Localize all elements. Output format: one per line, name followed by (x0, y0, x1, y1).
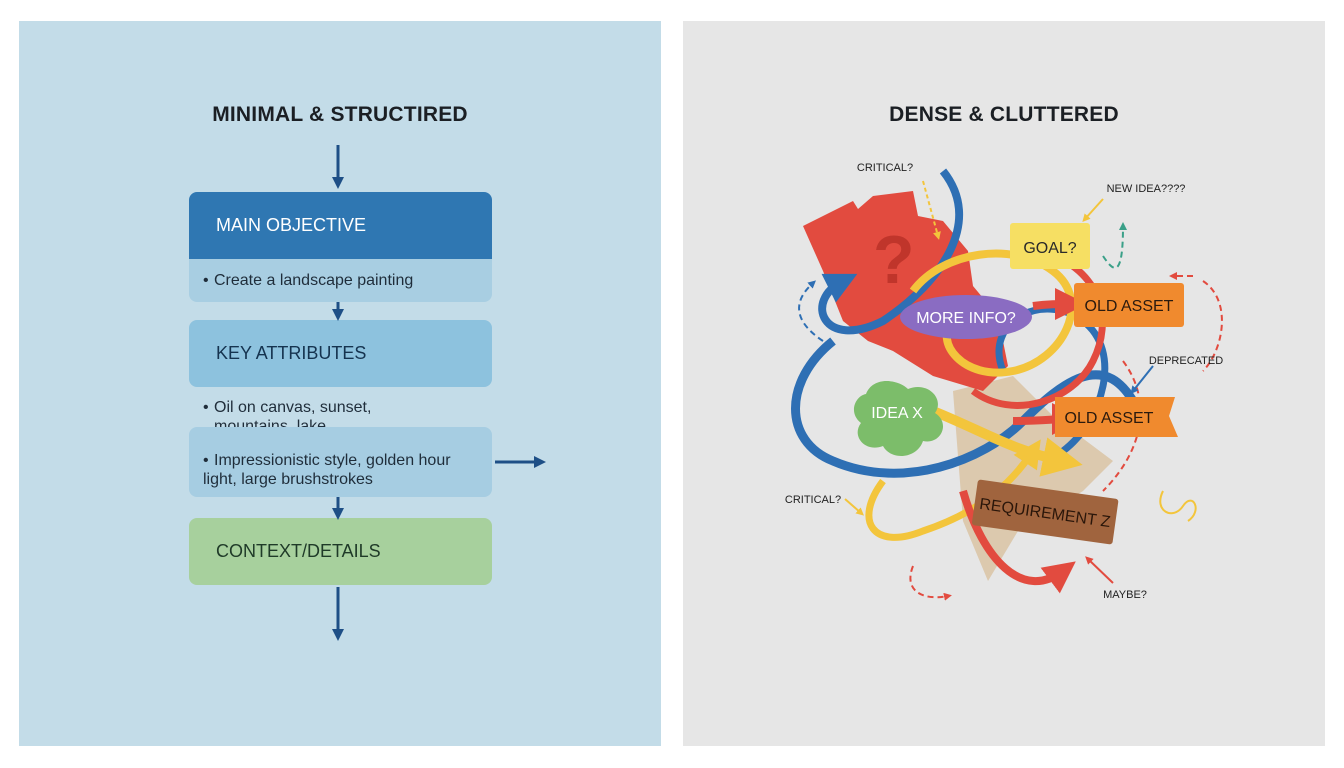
blue-loop-2 (818, 168, 964, 335)
question-mark-icon: ? (873, 222, 915, 298)
old-asset-node-1 (1074, 283, 1184, 327)
bullet: • (203, 271, 209, 289)
key-attribute-item-2-line-1: Impressionistic style, golden hour (214, 452, 451, 469)
bullet: • (203, 399, 209, 416)
dashed-red-3 (909, 565, 952, 601)
cluttered-panel-title: DENSE & CLUTTERED (889, 103, 1119, 126)
old-asset-node-2 (1055, 397, 1178, 437)
red-loop-2 (970, 247, 1106, 409)
requirement-z-node-group: REQUIREMENT Z (972, 479, 1119, 545)
main-objective-box: MAIN OBJECTIVE (189, 192, 492, 259)
dashed-green-1 (1102, 222, 1127, 269)
clutter-diagram: ? GOAL? OLD ASSET MORE INFO? (785, 162, 1223, 601)
more-info-node (900, 295, 1032, 339)
old-asset-label-2: OLD ASSET (1065, 410, 1154, 427)
red-arrow-to-old-asset-top (1032, 288, 1087, 321)
old-asset-label-1: OLD ASSET (1085, 298, 1174, 315)
deprecated-label: DEPRECATED (1149, 355, 1223, 367)
dashed-red-4 (1102, 360, 1142, 492)
goal-label: GOAL? (1023, 240, 1076, 257)
cluttered-panel: DENSE & CLUTTERED ? (683, 21, 1325, 746)
bullet: • (203, 452, 209, 469)
key-attributes-box: KEY ATTRIBUTES (189, 320, 492, 387)
key-attribute-item-1-line-1: Oil on canvas, sunset, (214, 399, 372, 416)
arrow-maybe (1085, 556, 1114, 584)
arrow-new-idea (1082, 198, 1104, 222)
key-attribute-item-2-line-2: light, large brushstrokes (203, 471, 373, 488)
yellow-loop-2 (865, 439, 1041, 541)
new-idea-label: NEW IDEA???? (1107, 183, 1186, 195)
yellow-arrow (931, 406, 1083, 477)
goal-node (1010, 223, 1090, 269)
more-info-label: MORE INFO? (916, 310, 1016, 327)
dashed-red-1 (1202, 280, 1223, 372)
arrow-critical-bottom (844, 498, 865, 516)
context-details-box: CONTEXT/DETAILS (189, 518, 492, 585)
critical-top-label: CRITICAL? (857, 162, 913, 174)
yellow-curl (1159, 490, 1197, 522)
minimal-panel-title: MINIMAL & STRUCTIRED (212, 103, 468, 126)
arrow-deprecated (1130, 365, 1154, 395)
idea-x-node (853, 380, 944, 457)
key-attribute-item-2-box: • Impressionistic style, golden hour ligh… (189, 427, 492, 497)
main-objective-item: Create a landscape painting (214, 271, 414, 289)
arrow-critical-top (922, 180, 941, 240)
main-objective-detail: • Create a landscape painting (189, 259, 492, 302)
main-objective-label: MAIN OBJECTIVE (216, 215, 367, 235)
idea-x-label: IDEA X (871, 405, 923, 422)
requirement-z-node (972, 479, 1119, 545)
maybe-label: MAYBE? (1103, 589, 1147, 601)
dashed-blue-1 (798, 280, 824, 342)
key-attributes-label: KEY ATTRIBUTES (216, 343, 367, 363)
minimal-panel: MINIMAL & STRUCTIRED MAIN OBJECTIVE • Cr… (19, 21, 661, 746)
context-details-label: CONTEXT/DETAILS (216, 541, 381, 561)
beige-shape (953, 376, 1113, 581)
flow-arrows (332, 145, 546, 641)
red-loop-1 (959, 489, 1076, 594)
critical-bottom-label: CRITICAL? (785, 494, 841, 506)
